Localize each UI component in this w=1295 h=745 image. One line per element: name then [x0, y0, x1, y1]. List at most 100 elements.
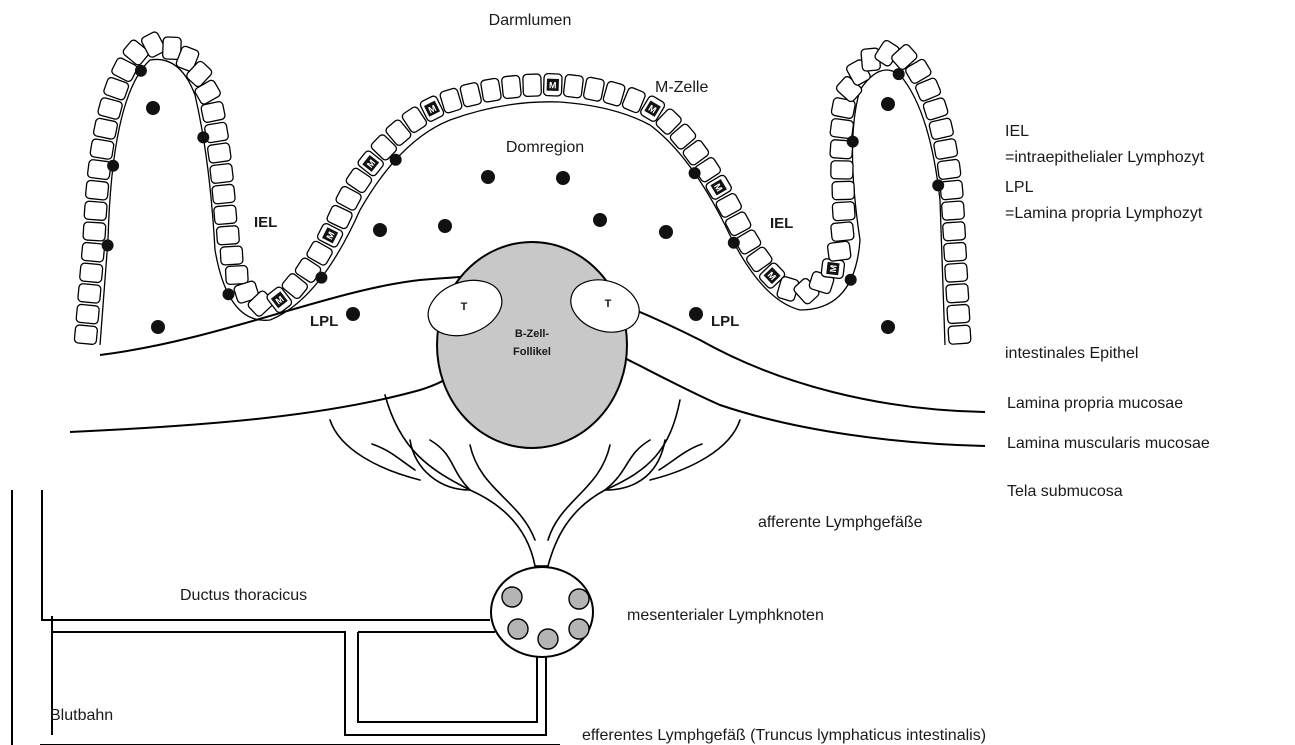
epithelial-cell: [97, 97, 123, 120]
epithelial-cell: [225, 265, 248, 284]
m-cell: M: [826, 262, 839, 275]
intraepithelial-lymphocyte: [197, 131, 209, 143]
epithelial-cell: [81, 242, 105, 262]
epithelial-cell-body: [501, 75, 521, 99]
lpl-right-lymphocyte: [689, 307, 703, 321]
lymphocyte: [556, 171, 570, 185]
epithelial-cell: [563, 74, 583, 98]
mesenterialer-lymphknoten-label: mesenterialer Lymphknoten: [627, 607, 824, 624]
epithelial-cell-body: [946, 284, 969, 303]
intraepithelial-lymphocyte: [845, 274, 857, 286]
lymph-node-cell: [502, 587, 522, 607]
legend-lpl-definition: =Lamina propria Lymphozyt: [1005, 205, 1203, 222]
epithelial-cell: [214, 205, 237, 225]
epithelial-cell: [84, 201, 107, 221]
epithelial-cell: [85, 180, 109, 200]
epithelial-cell-body: [827, 241, 851, 262]
epithelial-cell: [87, 159, 111, 180]
epithelial-cell-body: [220, 246, 243, 265]
lymphocyte: [659, 225, 673, 239]
epithelial-cell: [583, 77, 605, 102]
lymphocyte: [146, 101, 160, 115]
epithelial-cell-body: [81, 242, 105, 262]
mesenteric-lymph-node: [491, 567, 593, 657]
epithelial-cell-body: [90, 138, 115, 159]
lymph-node-cell: [508, 619, 528, 639]
legend-lpl-abbr: LPL: [1005, 179, 1034, 196]
epithelial-cell-body: [523, 74, 542, 97]
intraepithelial-lymphocyte: [223, 288, 235, 300]
b-cell-follicle-body: [437, 242, 627, 448]
epithelial-cell: [460, 82, 483, 108]
t-cell-label-left: T: [461, 301, 468, 313]
epithelial-cell-body: [93, 118, 118, 140]
epithelial-cell: [220, 246, 243, 265]
epithelial-cell: [830, 118, 854, 139]
layer-label-tela-submucosa: Tela submucosa: [1007, 483, 1123, 500]
afferent-vessel: [430, 440, 470, 490]
m-cell: M: [547, 79, 559, 91]
lymphocyte: [593, 213, 607, 227]
intraepithelial-lymphocyte: [390, 154, 402, 166]
epithelial-cell: [523, 74, 542, 97]
epithelial-cell-body: [216, 226, 239, 245]
intraepithelial-lymphocyte: [932, 179, 944, 191]
epithelial-cell: [832, 202, 855, 221]
epithelial-cell: [93, 118, 118, 140]
epithelial-cell-body: [831, 161, 853, 179]
efferent-lymph-vessel-outer: [52, 632, 546, 735]
epithelial-cell-body: [945, 263, 968, 282]
epithelial-cell: [76, 304, 100, 324]
legend-iel-abbr: IEL: [1005, 123, 1029, 140]
epithelial-cell: [216, 226, 239, 245]
intraepithelial-lymphocyte: [689, 167, 701, 179]
epithelial-cell-body: [830, 118, 854, 139]
lymph-node-cell: [569, 589, 589, 609]
epithelial-cell: [74, 325, 98, 345]
layer-label-intestinal-epithel: intestinales Epithel: [1005, 345, 1138, 362]
epithelial-cell: [212, 184, 236, 204]
layer-label-lamina-propria: Lamina propria mucosae: [1007, 395, 1183, 412]
epithelial-cell-body: [97, 97, 123, 120]
epithelial-cell-body: [212, 184, 236, 204]
lymphocyte: [373, 223, 387, 237]
iel-right-label: IEL: [770, 215, 793, 232]
legend: IEL =intraepithelialer Lymphozyt LPL =La…: [1005, 123, 1210, 500]
epithelial-cell-body: [941, 201, 964, 220]
epithelial-cell-body: [74, 325, 98, 345]
epithelial-cell-body: [87, 159, 111, 180]
intraepithelial-lymphocyte: [315, 272, 327, 284]
epithelial-cell-body: [832, 181, 854, 200]
epithelial-cell: [946, 284, 969, 303]
epithelial-cell-body: [563, 74, 583, 98]
epithelial-cell: [501, 75, 521, 99]
epithelial-cell-body: [480, 78, 501, 103]
epithelial-cell: [832, 181, 854, 200]
epithelial-cell-body: [831, 222, 855, 242]
t-cell-label-right: T: [605, 298, 612, 310]
epithelial-cell-body: [832, 202, 855, 221]
blutbahn-label: Blutbahn: [50, 707, 113, 724]
epithelial-cell-body: [85, 180, 109, 200]
epithelial-cell: [943, 222, 966, 241]
intraepithelial-lymphocyte: [107, 160, 119, 172]
epithelial-cell: [831, 161, 853, 179]
epithelial-cell-body: [948, 325, 971, 344]
b-cell-follicle: T T B-Zell- Follikel: [420, 242, 646, 448]
epithelial-cell-body: [460, 82, 483, 108]
epithelial-cell-body: [78, 283, 102, 303]
epithelial-cell-body: [201, 101, 226, 123]
ductus-thoracicus-label: Ductus thoracicus: [180, 587, 307, 604]
epithelial-cell-body: [210, 163, 234, 183]
epithelial-cell-body: [79, 263, 103, 283]
epithelial-cell: [210, 163, 234, 183]
legend-iel-definition: =intraepithelialer Lymphozyt: [1005, 149, 1205, 166]
epithelial-cell: [945, 263, 968, 282]
lymphocyte: [151, 320, 165, 334]
lymph-node-cell: [538, 629, 558, 649]
epithelial-cell-body: [937, 159, 961, 180]
darmlumen-label: Darmlumen: [489, 12, 572, 29]
domregion-label: Domregion: [506, 139, 584, 156]
afferent-vessel: [330, 420, 420, 480]
